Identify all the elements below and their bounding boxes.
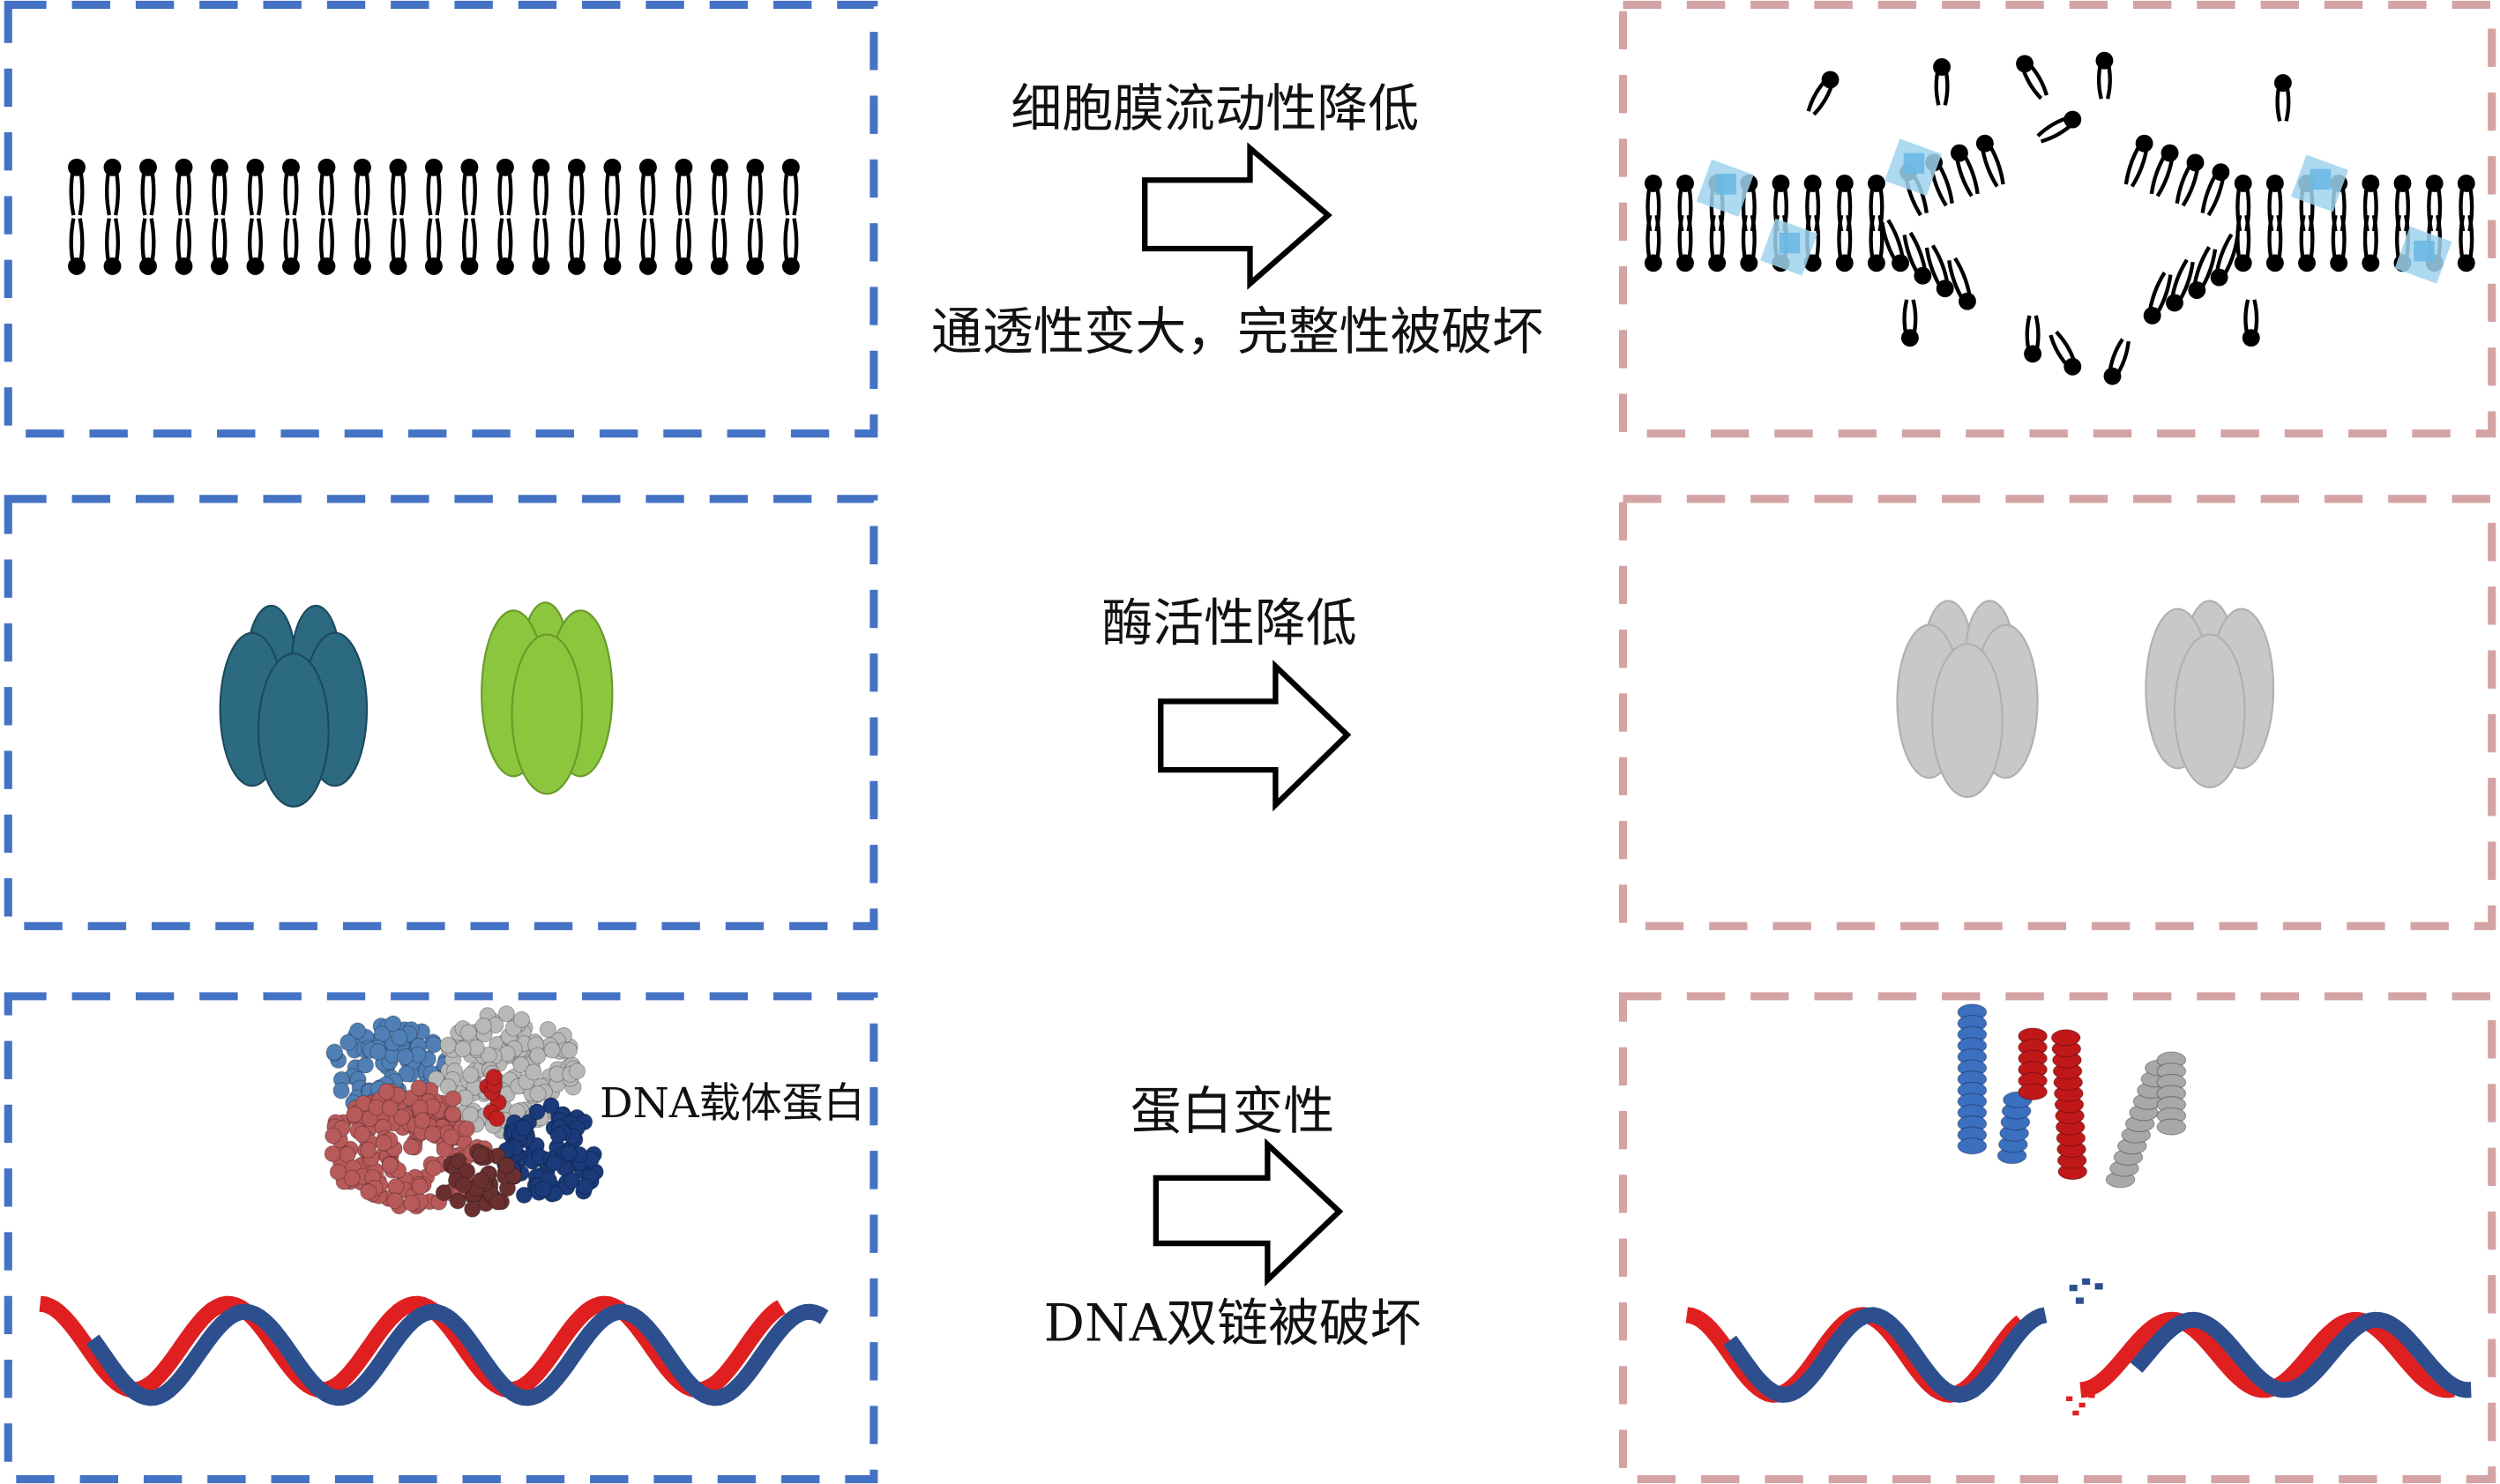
dna-carrier-protein-label: DNA载体蛋白 [600,1079,865,1128]
phospholipid [460,159,478,215]
phospholipid [2152,145,2179,197]
phospholipid [282,159,300,215]
phospholipid [1809,71,1840,114]
phospholipid [1949,258,1976,310]
phospholipid [1708,215,1726,272]
phospholipid [1676,215,1694,272]
phospholipid [390,159,407,215]
phospholipid [2104,339,2129,385]
dna-damage-label: DNA双链被破坏 [1044,1293,1422,1353]
phospholipid [68,219,86,275]
phospholipid [1740,215,1757,272]
phospholipid [175,159,193,215]
membrane-fluidity-label: 细胞膜流动性降低 [1011,78,1419,138]
membrane-before-panel [8,4,874,433]
phospholipid [139,159,157,215]
phospholipid [496,219,514,275]
phospholipid [639,219,657,275]
arrow-right-icon [1160,667,1347,805]
phospholipid [211,159,228,215]
phospholipid [711,219,728,275]
phospholipid [603,159,621,215]
phospholipid [2203,163,2230,215]
phospholipid [496,159,514,215]
phospholipid [532,159,549,215]
phospholipid [2266,215,2284,272]
phospholipid [175,219,193,275]
phospholipid [568,159,586,215]
phospholipid [2330,215,2347,272]
phospholipid [425,219,443,275]
dna-double-helix-intact [40,1304,824,1398]
phospholipid [1976,135,2004,187]
dna-carrier-protein [325,1006,603,1218]
phospholipid [2038,111,2081,142]
phospholipid [2016,55,2047,98]
phospholipid [603,219,621,275]
phospholipid [104,159,122,215]
phospholipid [1933,58,1951,105]
phospholipid [568,219,586,275]
phospholipid [532,219,549,275]
phospholipid [2362,215,2379,272]
phospholipid [247,219,265,275]
ice-crystal-icon [1884,138,1942,196]
enzyme-teal-active [220,606,367,807]
phospholipid [746,159,764,215]
phospholipid [1901,300,1919,347]
enzyme-activity-label: 酶活性降低 [1101,593,1356,653]
phospholipid [639,159,657,215]
phospholipid [318,159,336,215]
arrow-right-icon [1156,1145,1340,1280]
phospholipid [460,219,478,275]
enzyme-inactive-2 [2146,601,2273,788]
phospholipid [711,159,728,215]
denatured-protein-chain [1958,1004,2186,1188]
phospholipid [2126,135,2153,187]
phospholipid [425,159,443,215]
phospholipid [2274,74,2292,121]
enzyme-inactive-1 [1897,601,2037,797]
phospholipid [1951,145,1978,197]
dna-double-helix-broken [1687,1315,2471,1394]
phospholipid [211,219,228,275]
phospholipid [247,159,265,215]
phospholipid [1836,215,1854,272]
phospholipid [2298,215,2316,272]
phospholipid [318,219,336,275]
enzyme-after-panel [1623,499,2492,926]
lipid-bilayer-intact [68,159,800,275]
arrow-right-icon [1145,148,1328,284]
phospholipid [354,159,371,215]
phospholipid [282,219,300,275]
lipid-bilayer-disrupted [1645,52,2475,385]
phospholipid [2144,272,2171,324]
phospholipid [675,159,692,215]
phospholipid [139,219,157,275]
protein-denaturation-label: 蛋白变性 [1131,1081,1334,1141]
phospholipid [1645,215,1662,272]
phospholipid [354,219,371,275]
ice-crystal-icon [2395,227,2452,284]
phospholipid [2177,153,2205,205]
phospholipid [782,159,800,215]
phospholipid [2458,215,2475,272]
enzyme-before-panel [8,499,874,926]
phospholipid [782,219,800,275]
phospholipid [390,219,407,275]
phospholipid [675,219,692,275]
membrane-permeability-label: 通透性变大，完整性被破坏 [931,302,1543,362]
phospholipid [68,159,86,215]
phospholipid [2096,52,2114,99]
phospholipid [2024,316,2041,362]
phospholipid [2050,332,2081,375]
enzyme-green-active [481,602,612,794]
phospholipid [746,219,764,275]
phospholipid [2243,300,2260,347]
phospholipid [104,219,122,275]
